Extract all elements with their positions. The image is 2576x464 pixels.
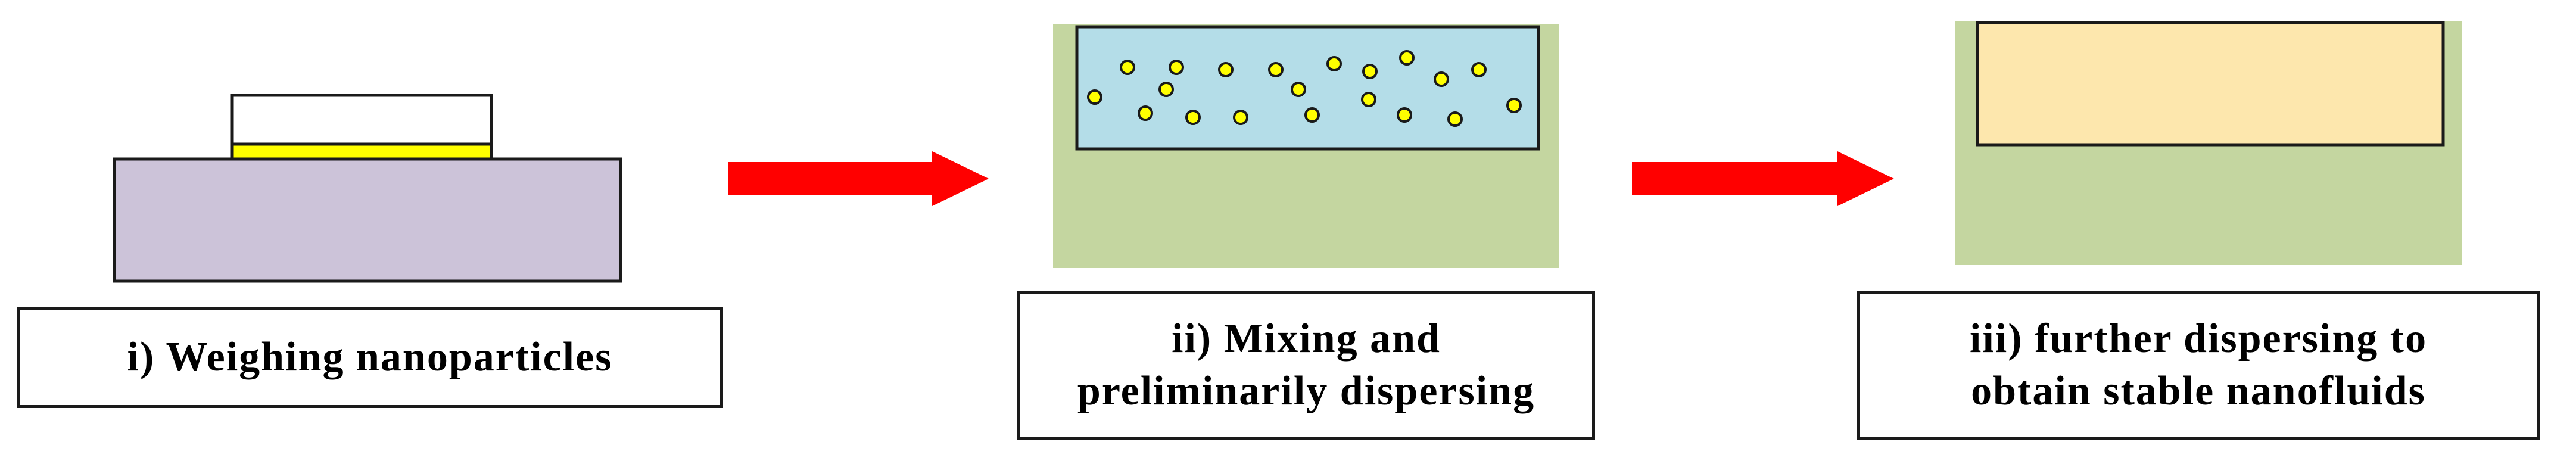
nanoparticle-14	[1361, 92, 1376, 107]
nanoparticle-10	[1138, 105, 1153, 121]
nanoparticle-20	[1291, 82, 1306, 97]
nanoparticle-7	[1434, 71, 1449, 87]
step-3-illustration	[1955, 21, 2462, 265]
nanoparticle-12	[1233, 110, 1248, 125]
nanoparticle-16	[1447, 111, 1463, 127]
step-1-caption-line-1: i) Weighing nanoparticles	[127, 334, 613, 380]
nanoparticle-11	[1185, 110, 1201, 125]
nanoparticle-4	[1268, 62, 1284, 77]
nanoparticle-9	[1087, 89, 1102, 105]
arrow-right-2	[1632, 151, 1894, 206]
nanoparticles-group	[1087, 50, 1522, 127]
step-2-caption: ii) Mixing and preliminarily dispersing	[1017, 291, 1595, 440]
step-1-caption: i) Weighing nanoparticles	[17, 307, 723, 408]
step-1-illustration	[113, 94, 622, 283]
nanoparticle-15	[1397, 107, 1412, 123]
nanoparticle-8	[1471, 62, 1487, 77]
nanoparticle-5	[1326, 56, 1342, 71]
nanoparticle-1	[1120, 60, 1135, 75]
step-3-caption-line-1: iii) further dispersing to	[1969, 316, 2428, 362]
nanoparticle-layer	[230, 142, 493, 161]
step-2-illustration	[1053, 24, 1559, 268]
nanoparticle-3	[1218, 62, 1234, 77]
nanoparticle-2	[1169, 60, 1184, 75]
nanoparticle-18	[1362, 64, 1378, 79]
step-3-caption: iii) further dispersing to obtain stable…	[1857, 291, 2540, 440]
nanoparticle-13	[1304, 107, 1320, 123]
step-3-caption-line-2: obtain stable nanofluids	[1971, 368, 2426, 414]
step-2-caption-line-1: ii) Mixing and	[1172, 316, 1441, 362]
step-2-caption-line-2: preliminarily dispersing	[1077, 368, 1535, 414]
fluid-mixture	[1075, 25, 1540, 151]
stable-nanofluid	[1976, 21, 2445, 147]
nanoparticle-6	[1399, 50, 1415, 66]
nanoparticle-19	[1158, 82, 1174, 97]
weighing-boat	[230, 94, 493, 148]
arrow-right-1	[728, 151, 989, 206]
balance-body	[113, 157, 622, 283]
nanoparticle-17	[1506, 98, 1522, 113]
